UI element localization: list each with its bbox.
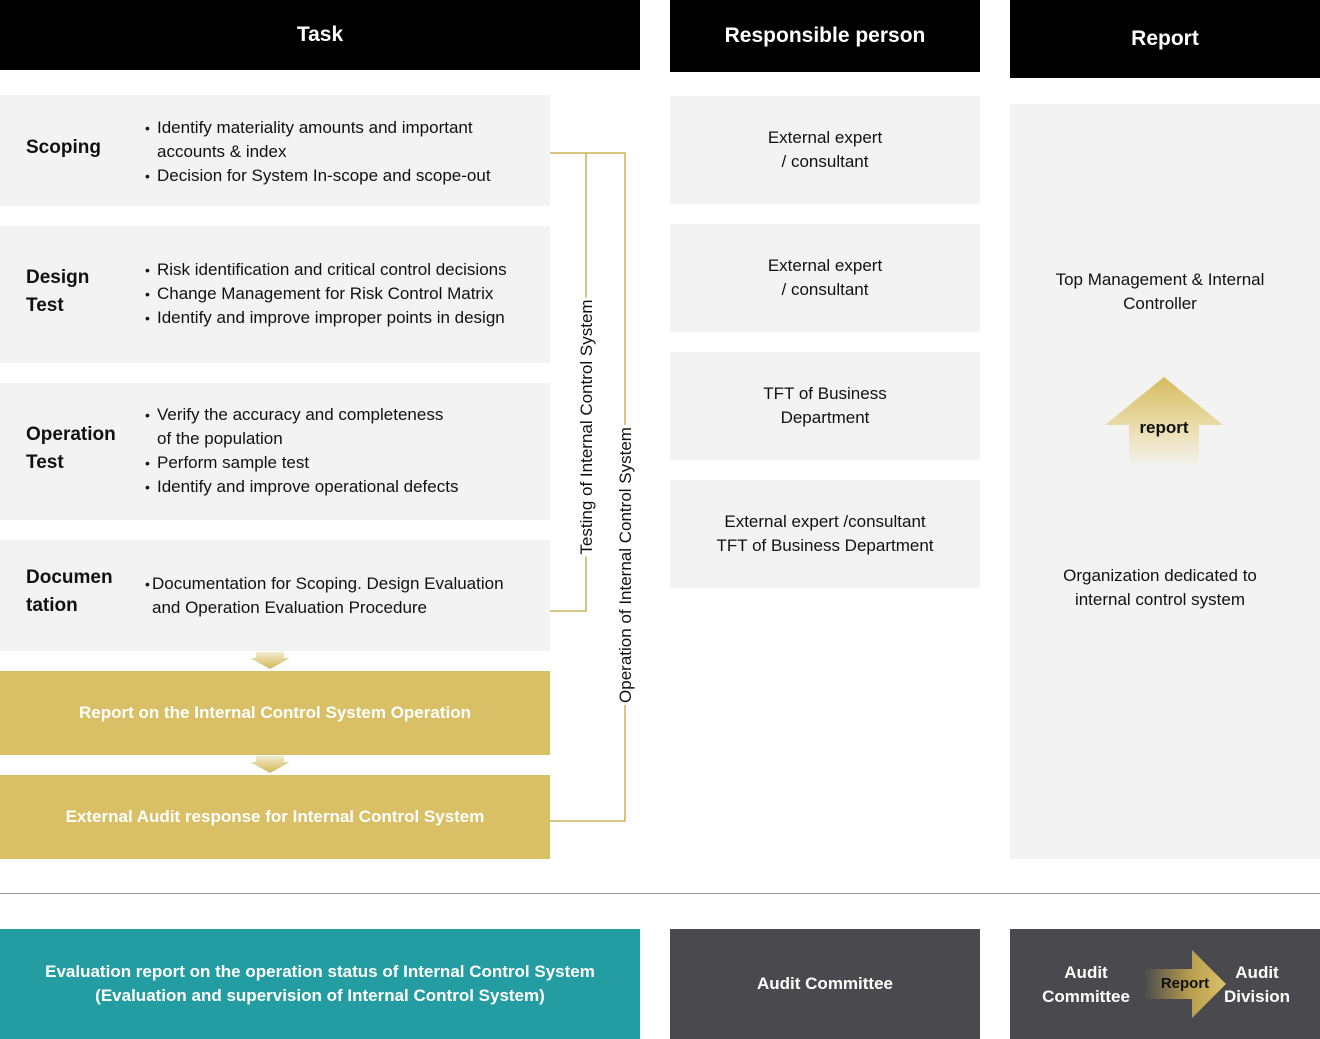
bullet-item: Documentation for Scoping. Design Evalua… <box>145 572 504 620</box>
task-title-line: Scoping <box>26 137 101 158</box>
task-documentation: Documen tation Documentation for Scoping… <box>0 540 550 651</box>
responsible-scoping: External expert / consultant <box>670 96 980 204</box>
bullet-line: accounts & index <box>157 142 287 161</box>
report-operation-box: Report on the Internal Control System Op… <box>0 671 550 755</box>
report-line: internal control system <box>1074 590 1246 609</box>
bullet-line: Identify materiality amounts and importa… <box>157 118 473 137</box>
task-operation-test: Operation Test Verify the accuracy and c… <box>0 383 550 520</box>
flow-to: Audit Division <box>1218 961 1296 1009</box>
report-operation-label: Report on the Internal Control System Op… <box>79 703 471 722</box>
task-bullets: Documentation for Scoping. Design Evalua… <box>145 572 504 620</box>
audit-committee-label: Audit Committee <box>757 974 893 993</box>
report-header: Report <box>1010 0 1320 78</box>
task-title: Documen tation <box>26 564 113 620</box>
report-flow-box: Audit Committee Report Audit Division <box>1010 929 1320 1039</box>
task-title-line: Documen <box>26 567 113 588</box>
responsible-line: / consultant <box>781 280 869 299</box>
task-title-line: Design <box>26 267 90 288</box>
evaluation-line: (Evaluation and supervision of Internal … <box>95 986 545 1005</box>
task-title: Scoping <box>26 134 101 162</box>
bullet-line: Identify and improve improper points in … <box>157 308 505 327</box>
flow-line: Audit <box>1064 963 1108 982</box>
task-header-label: Task <box>296 23 344 46</box>
responsible-line: TFT of Business Department <box>716 536 934 555</box>
evaluation-report-box: Evaluation report on the operation statu… <box>0 929 640 1039</box>
responsible-line: External expert <box>767 128 883 147</box>
bullet-line: Change Management for Risk Control Matri… <box>157 284 494 303</box>
responsible-line: External expert /consultant <box>724 512 926 531</box>
report-arrow-label: report <box>1139 418 1189 437</box>
bullet-line: Decision for System In-scope and scope-o… <box>157 166 491 185</box>
bullet-item: Identify and improve improper points in … <box>145 306 507 330</box>
bullet-item: Risk identification and critical control… <box>145 258 507 282</box>
task-scoping: Scoping Identify materiality amounts and… <box>0 95 550 206</box>
task-title-line: tation <box>26 595 78 616</box>
bullet-item: Change Management for Risk Control Matri… <box>145 282 507 306</box>
bullet-line: and Operation Evaluation Procedure <box>152 598 428 617</box>
report-line: Organization dedicated to <box>1063 566 1257 585</box>
bullet-line: of the population <box>157 429 283 448</box>
task-bullets: Verify the accuracy and completeness of t… <box>145 403 458 499</box>
report-top-recipient: Top Management & Internal Controller <box>1010 268 1310 316</box>
task-title: Design Test <box>26 264 89 320</box>
bullet-item: Decision for System In-scope and scope-o… <box>145 164 491 188</box>
external-audit-box: External Audit response for Internal Con… <box>0 775 550 859</box>
down-arrow-icon <box>250 652 290 669</box>
task-bullets: Identify materiality amounts and importa… <box>145 116 491 188</box>
right-arrow-icon <box>1144 950 1226 1018</box>
flow-arrow-label: Report <box>1160 975 1210 992</box>
responsible-header-label: Responsible person <box>724 24 926 47</box>
down-arrow-icon <box>250 756 290 773</box>
bullet-line: Documentation for Scoping. Design Evalua… <box>152 574 504 593</box>
bullet-item: Identify and improve operational defects <box>145 475 458 499</box>
responsible-header: Responsible person <box>670 0 980 72</box>
responsible-line: Department <box>780 408 870 427</box>
task-title-line: Operation <box>26 424 116 445</box>
evaluation-line: Evaluation report on the operation statu… <box>45 962 595 981</box>
flow-line: Division <box>1223 987 1291 1006</box>
task-title: Operation Test <box>26 421 116 477</box>
task-title-line: Test <box>26 452 64 473</box>
flow-line: Audit <box>1235 963 1279 982</box>
responsible-design: External expert / consultant <box>670 224 980 332</box>
report-column: Top Management & Internal Controller rep… <box>1010 104 1320 859</box>
task-design-test: Design Test Risk identification and crit… <box>0 226 550 363</box>
flow-from: Audit Committee <box>1030 961 1142 1009</box>
bullet-item: Verify the accuracy and completeness of t… <box>145 403 458 451</box>
external-audit-label: External Audit response for Internal Con… <box>65 807 485 826</box>
bullet-item: Perform sample test <box>145 451 458 475</box>
responsible-line: / consultant <box>781 152 869 171</box>
responsible-line: External expert <box>767 256 883 275</box>
section-divider <box>0 893 1320 894</box>
audit-committee-box: Audit Committee <box>670 929 980 1039</box>
flow-line: Committee <box>1042 987 1130 1006</box>
operation-bracket-label: Operation of Internal Control System <box>616 425 636 705</box>
report-header-label: Report <box>1131 27 1199 50</box>
report-bottom-organization: Organization dedicated to internal contr… <box>1010 564 1310 612</box>
responsible-line: TFT of Business <box>763 384 887 403</box>
report-line: Controller <box>1123 294 1197 313</box>
task-bullets: Risk identification and critical control… <box>145 258 507 330</box>
testing-bracket-label: Testing of Internal Control System <box>577 297 597 557</box>
up-arrow-icon <box>1105 377 1223 469</box>
bullet-line: Verify the accuracy and completeness <box>157 405 444 424</box>
task-header: Task <box>0 0 640 70</box>
bullet-line: Risk identification and critical control… <box>157 260 507 279</box>
bullet-line: Identify and improve operational defects <box>157 477 459 496</box>
bullet-item: Identify materiality amounts and importa… <box>145 116 491 164</box>
report-line: Top Management & Internal <box>1055 270 1265 289</box>
bullet-line: Perform sample test <box>157 453 310 472</box>
task-title-line: Test <box>26 295 64 316</box>
